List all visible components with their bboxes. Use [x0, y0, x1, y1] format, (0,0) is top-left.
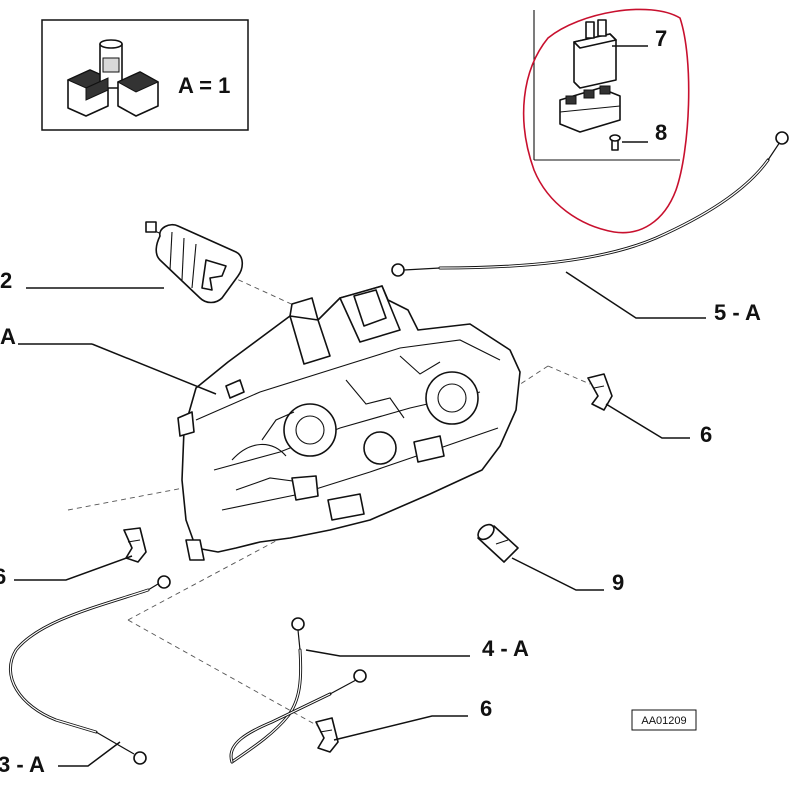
- resistor-module-part-7: [559, 19, 621, 133]
- callout-5-A: 5 - A: [714, 300, 761, 325]
- callout-8: 8: [655, 120, 667, 145]
- bulb-part-9: [477, 523, 519, 563]
- reference-code: AA01209: [641, 715, 686, 727]
- callout-9: 9: [612, 570, 624, 595]
- control-cable-part-5-A: [391, 131, 789, 277]
- callout-3-A: 3 - A: [0, 752, 45, 777]
- detail-inset: 7 8: [522, 8, 690, 234]
- actuator-motor-part-2: [145, 221, 244, 304]
- heater-control-housing: [177, 285, 521, 561]
- cable-clip-part-6-left: [123, 527, 147, 563]
- callout-6-right: 6: [700, 422, 712, 447]
- cable-clip-part-6-right: [587, 373, 613, 411]
- callout-7: 7: [655, 26, 667, 51]
- kit-boxes-icon: [66, 39, 160, 117]
- reference-code-box: AA01209: [631, 709, 697, 731]
- callout-A: A: [0, 324, 16, 349]
- callout-2: 2: [0, 268, 12, 293]
- screw-part-8: [609, 134, 621, 151]
- legend-text: A = 1: [178, 73, 230, 98]
- control-cable-part-3-A: [9, 575, 171, 765]
- highlight-circle: [522, 8, 690, 234]
- callout-4-A: 4 - A: [482, 636, 529, 661]
- control-cable-part-4-A: [229, 617, 367, 764]
- callout-6-bottom: 6: [480, 696, 492, 721]
- callout-6-left: 6: [0, 564, 6, 589]
- legend-box: A = 1: [41, 19, 249, 131]
- cable-clip-part-6-bottom: [315, 717, 339, 753]
